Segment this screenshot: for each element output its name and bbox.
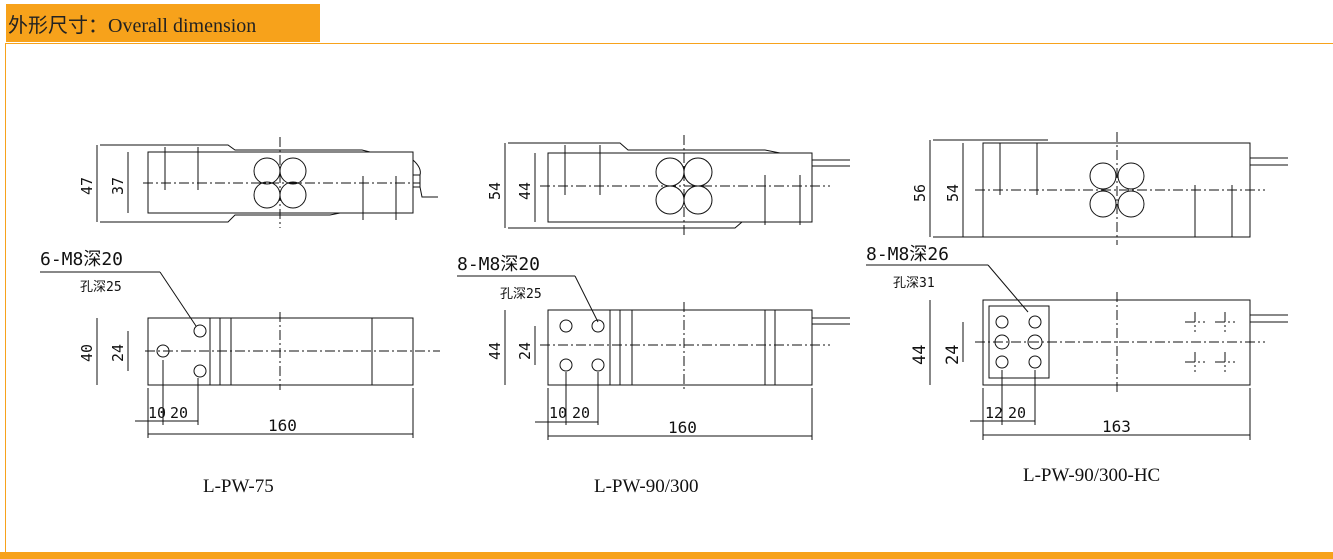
height-inner: 44 [516, 182, 534, 200]
offset-a: 10 [148, 404, 166, 422]
height-outer: 56 [911, 184, 929, 202]
side-view: 40 24 10 20 160 [78, 312, 440, 438]
model-label-2: L-PW-90/300 [594, 476, 699, 497]
callout: 8-M8深26 孔深31 [866, 244, 1029, 313]
side-height: 44 [910, 345, 930, 365]
offset-b: 20 [170, 404, 188, 422]
model-label-3: L-PW-90/300-HC [1023, 465, 1161, 486]
height-outer: 54 [486, 182, 504, 200]
hole-depth: 孔深25 [500, 287, 542, 302]
length: 160 [268, 416, 297, 435]
length: 163 [1102, 417, 1131, 436]
side-view: 44 24 10 20 160 [486, 302, 850, 440]
hole-depth: 孔深31 [893, 276, 935, 291]
top-view: 47 37 [78, 137, 438, 228]
height-inner: 37 [109, 177, 127, 195]
offset-b: 20 [572, 404, 590, 422]
hole-spacing: 24 [516, 342, 534, 360]
length: 160 [668, 418, 697, 437]
offset-a: 10 [549, 404, 567, 422]
thread-callout: 8-M8深20 [457, 254, 540, 275]
top-view: 56 54 [911, 132, 1288, 245]
height-inner: 54 [944, 184, 962, 202]
callout: 8-M8深20 孔深25 [457, 254, 599, 323]
offset-b: 20 [1008, 404, 1026, 422]
bottom-bar [0, 552, 1333, 559]
drawing-l-pw-90-300-hc: 56 54 8-M8深26 孔深31 44 24 12 20 163 [866, 132, 1288, 440]
offset-a: 12 [985, 404, 1003, 422]
drawing-l-pw-75: 47 37 6-M8深20 孔深25 40 24 10 20 160 [40, 137, 440, 438]
hole-depth: 孔深25 [80, 280, 122, 295]
section-header: 外形尺寸：Overall dimension [6, 4, 320, 42]
hole-spacing: 24 [943, 345, 963, 365]
section-title: 外形尺寸：Overall dimension [8, 14, 257, 37]
drawing-l-pw-90-300: 54 44 8-M8深20 孔深25 44 24 10 20 160 [457, 135, 850, 440]
thread-callout: 6-M8深20 [40, 249, 123, 270]
height-outer: 47 [78, 177, 96, 195]
side-height: 44 [486, 342, 504, 360]
top-view: 54 44 [486, 135, 850, 235]
side-view: 44 24 12 20 163 [910, 292, 1288, 440]
side-height: 40 [78, 344, 96, 362]
hole-spacing: 24 [109, 344, 127, 362]
thread-callout: 8-M8深26 [866, 244, 949, 265]
model-label-1: L-PW-75 [203, 476, 274, 497]
callout: 6-M8深20 孔深25 [40, 249, 197, 327]
